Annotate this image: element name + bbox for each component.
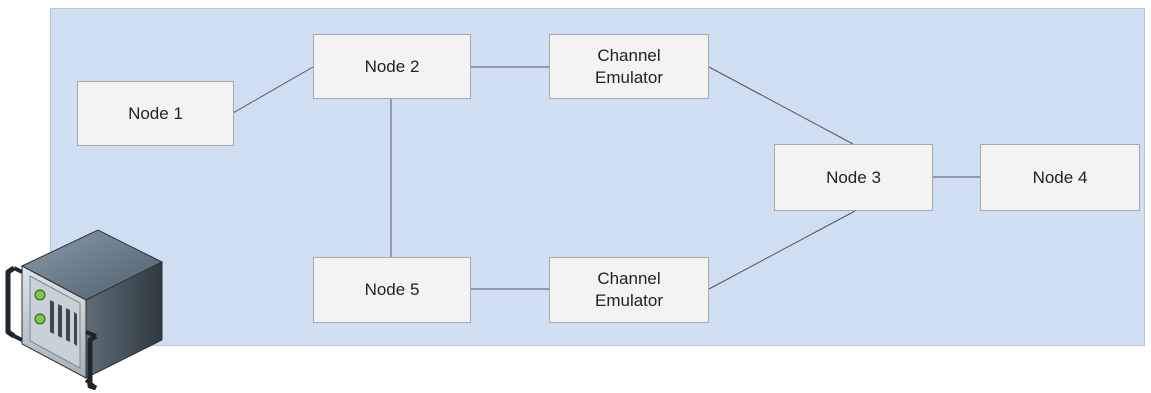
server-icon: [5, 229, 164, 390]
edge-emu2-node3: [708, 210, 856, 290]
node-4-box: Node 4: [980, 144, 1140, 211]
channel-emulator-top-box: Channel Emulator: [549, 34, 709, 99]
node-1-label: Node 1: [128, 103, 183, 123]
channel-emulator-bottom-box: Channel Emulator: [549, 257, 709, 323]
node-5-label: Node 5: [364, 280, 420, 299]
node-2-box: Node 2: [313, 34, 471, 99]
edge-node1-node2: [232, 66, 314, 114]
edge-emu1-node3: [708, 66, 854, 145]
node-5-box: Node 5: [313, 257, 471, 323]
channel-emulator-bottom-label: Channel Emulator: [594, 269, 664, 310]
node-2-label: Node 2: [364, 56, 420, 76]
node-3-box: Node 3: [774, 144, 933, 211]
node-4-label: Node 4: [1032, 167, 1088, 187]
node-1-box: Node 1: [77, 81, 234, 146]
channel-emulator-top-label: Channel Emulator: [594, 45, 664, 87]
node-3-label: Node 3: [826, 167, 881, 187]
